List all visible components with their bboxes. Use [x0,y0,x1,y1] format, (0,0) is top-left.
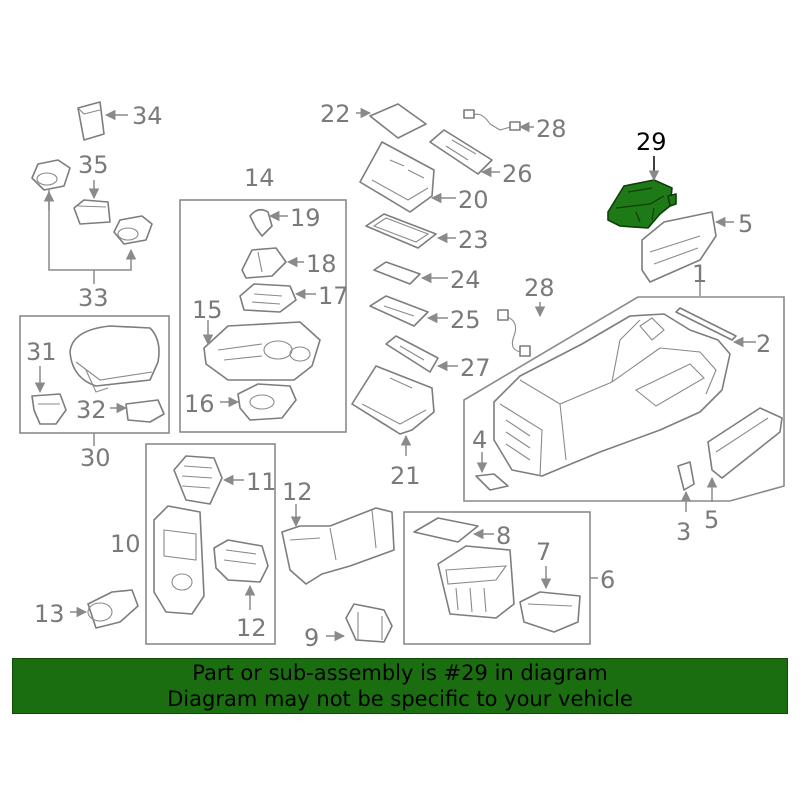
part-33-socket-right [113,215,153,245]
part-22-mat [369,103,427,139]
part-11-vent [173,455,223,505]
label-29: 29 [636,128,667,156]
part-26-panel [429,129,493,175]
label-14: 14 [244,164,275,192]
label-5-bottom: 5 [704,506,719,534]
part-33-socket-left [31,159,71,191]
part-8-mat [413,517,479,543]
part-29-highlighted [607,179,677,229]
part-4-clip [475,473,509,491]
part-12-switch-lower [213,539,269,583]
label-26: 26 [502,160,533,188]
label-32: 32 [76,396,107,424]
label-22: 22 [320,100,351,128]
part-31-bracket [31,393,67,425]
label-12-lower: 12 [236,614,267,642]
label-34: 34 [132,102,163,130]
part-3-clip [677,461,695,491]
part-17-bezel [239,283,297,313]
label-16: 16 [184,390,215,418]
label-20: 20 [458,186,489,214]
part-19-knob [249,208,273,237]
banner-line-2: Diagram may not be specific to your vehi… [167,687,633,711]
part-27-switch-panel [385,335,439,373]
label-24: 24 [450,266,481,294]
banner-line-1: Part or sub-assembly is #29 in diagram [192,661,608,685]
label-35: 35 [78,151,109,179]
label-23: 23 [458,226,489,254]
part-9-bracket [345,603,393,643]
group-box-14 [179,199,347,433]
label-7: 7 [536,538,551,566]
label-4: 4 [472,426,487,454]
part-5-panel-lower [707,407,783,479]
part-6-bin [437,545,515,619]
part-12-duct [281,507,395,585]
label-28-mid: 28 [524,274,555,302]
label-19: 19 [290,204,321,232]
part-15-tray [203,321,321,381]
part-5-panel-upper [641,211,717,283]
label-21: 21 [390,462,421,490]
part-28-harness-top [463,109,521,131]
part-24-mat [373,261,421,285]
info-banner: Part or sub-assembly is #29 in diagram D… [12,658,788,714]
label-12-upper: 12 [282,478,313,506]
label-15: 15 [192,296,223,324]
label-3: 3 [676,518,691,546]
label-18: 18 [306,250,337,278]
label-30: 30 [80,444,111,472]
part-1-console [493,313,731,477]
part-20-tray [359,141,435,213]
label-13: 13 [34,600,65,628]
label-31: 31 [26,338,57,366]
label-6: 6 [600,566,615,594]
part-10-garnish [153,505,205,615]
part-16-cupholder [237,383,297,421]
label-28-top: 28 [536,115,567,143]
label-17: 17 [318,282,349,310]
part-25-cover [369,295,429,327]
part-18-boot [241,247,287,279]
part-13-socket [87,589,139,629]
part-30-armrest [69,325,160,393]
part-7-tray [519,591,581,633]
part-23-mat [365,213,437,249]
group-box-10 [145,443,276,645]
label-5-top: 5 [738,210,753,238]
label-33: 33 [78,284,109,312]
group-box-1 [463,296,785,502]
part-2-strip [675,307,737,341]
part-21-tray [351,365,435,435]
label-27: 27 [460,354,491,382]
label-9: 9 [304,624,319,652]
label-2: 2 [756,330,771,358]
part-32-bracket [125,399,165,423]
label-10: 10 [110,530,141,558]
label-8: 8 [496,522,511,550]
label-25: 25 [450,306,481,334]
part-34-cap [77,101,105,141]
part-28-harness-mid [497,309,531,357]
label-11: 11 [246,468,277,496]
label-1: 1 [692,260,707,288]
part-35-switch [73,199,111,225]
